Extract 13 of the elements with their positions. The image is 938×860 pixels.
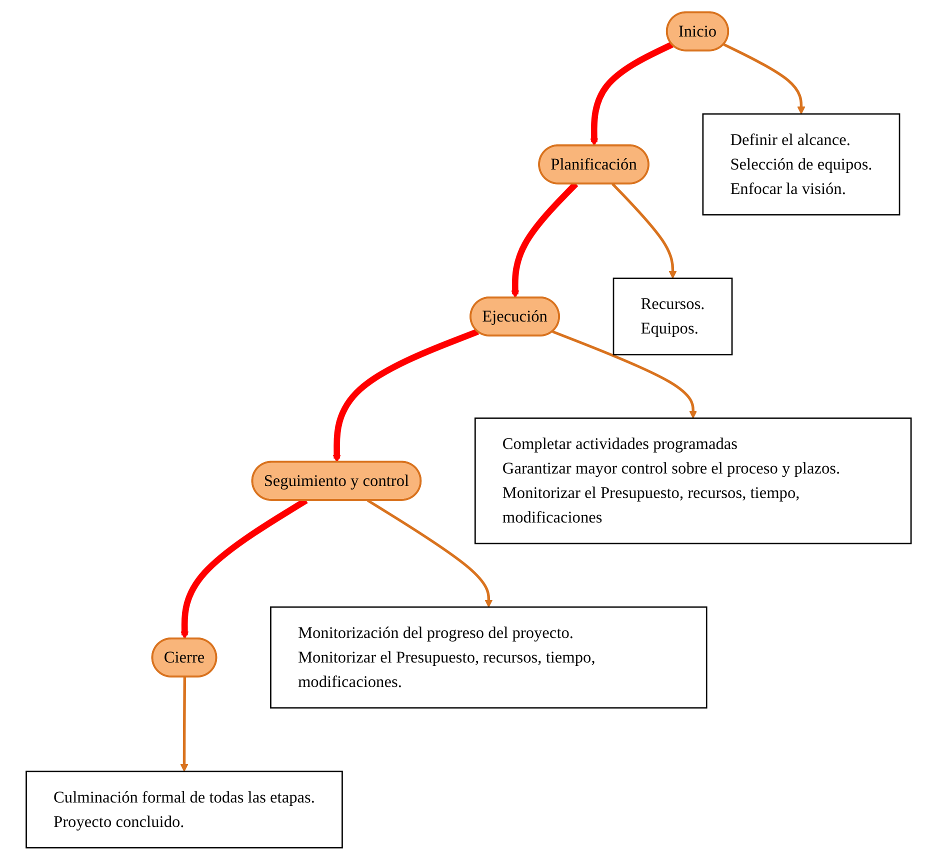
node-box: Definir el alcance. Selección de equipos. Enfocar la visión. xyxy=(702,113,901,216)
arrow xyxy=(180,676,189,772)
arrow xyxy=(590,42,674,146)
node-box: Monitorización del progreso del proyecto. Monitorizar el Presupuesto, recursos, tiempo, modificaciones. xyxy=(270,606,708,709)
node-box: Recursos. Equipos. xyxy=(613,278,734,356)
arrow xyxy=(512,182,579,298)
arrow xyxy=(367,499,493,608)
arrow xyxy=(724,43,806,114)
arrow xyxy=(333,328,480,463)
arrow xyxy=(612,182,678,279)
node-box: Completar actividades programadas Garantizar mayor control sobre el proceso y plazos. Monitorizar el Presupuesto, recursos, tiempo, modificaciones xyxy=(474,418,912,544)
arrow xyxy=(552,330,698,419)
node-box: Culminación formal de todas las etapas. Proyecto concluido. xyxy=(26,770,344,848)
